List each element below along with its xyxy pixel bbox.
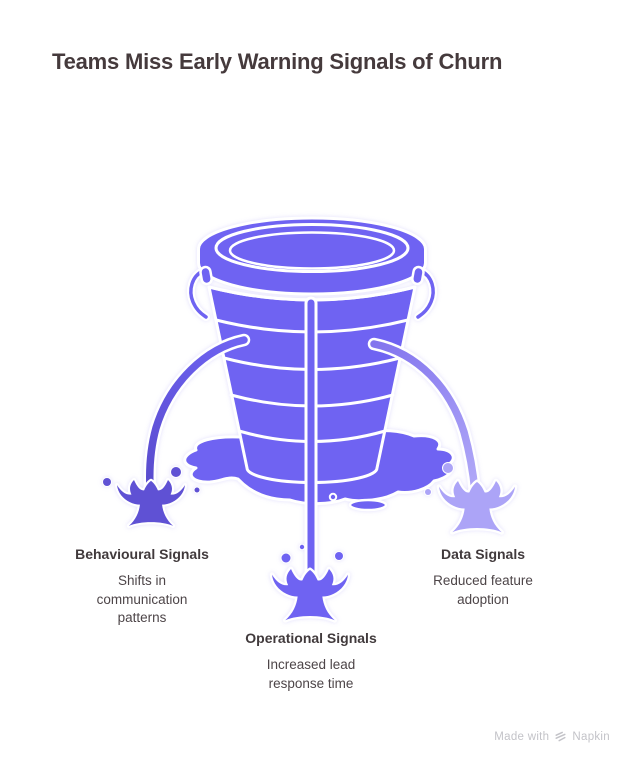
made-with-napkin-watermark[interactable]: Made with Napkin (494, 730, 610, 743)
splash-right (439, 481, 515, 532)
splashes (102, 462, 515, 620)
bucket-handle-ears (199, 265, 425, 286)
puddle-droplet (328, 492, 338, 502)
napkin-logo-icon (555, 731, 566, 742)
label-heading: Behavioural Signals (75, 546, 209, 562)
label-body: Shifts in communication patterns (96, 573, 188, 625)
splash-droplets-center (280, 543, 344, 564)
watermark-brand: Napkin (572, 730, 610, 743)
label-heading: Data Signals (440, 546, 526, 562)
watermark-prefix: Made with (494, 730, 550, 743)
label-behavioural-signals: Behavioural Signals Shifts in communicat… (52, 546, 232, 628)
bucket-handle (186, 267, 438, 321)
label-data-signals: Data Signals Reduced feature adoption (393, 546, 573, 609)
leak-stream-left (143, 333, 251, 495)
label-operational-signals: Operational Signals Increased lead respo… (221, 630, 401, 693)
label-body: Reduced feature adoption (433, 573, 533, 607)
label-heading: Operational Signals (245, 630, 377, 646)
puddle-droplet (348, 498, 388, 512)
splash-left (117, 480, 185, 526)
bucket-opening-inner-ring (228, 231, 396, 270)
page-title: Teams Miss Early Warning Signals of Chur… (52, 49, 503, 74)
splash-droplets-left (102, 466, 201, 494)
splash-droplets-right (424, 462, 454, 496)
splash-center (272, 569, 348, 620)
label-body: Increased lead response time (266, 657, 356, 691)
leak-stream-right (367, 337, 482, 499)
